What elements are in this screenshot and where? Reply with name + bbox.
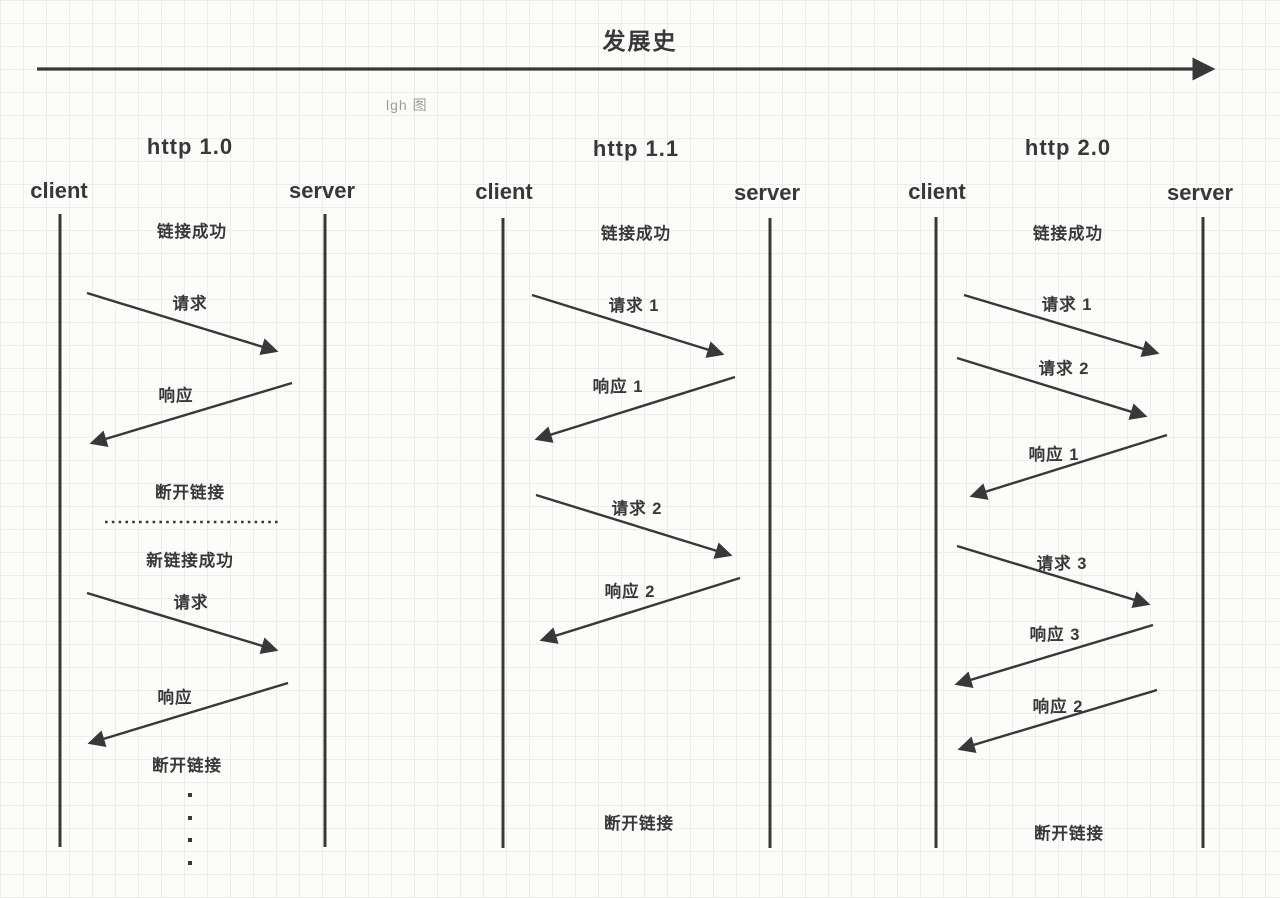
label-http20-response-3: 响应 3 bbox=[1029, 626, 1081, 644]
arrow-http10-response-b bbox=[87, 681, 289, 748]
label-http11-response-2: 响应 2 bbox=[604, 583, 656, 601]
label-http11-response-1: 响应 1 bbox=[592, 378, 644, 396]
label-http11-disconnect: 断开链接 bbox=[604, 815, 674, 833]
arrow-http11-response-1 bbox=[534, 375, 736, 443]
ellipsis-dot bbox=[188, 793, 192, 797]
actor-http11-client: client bbox=[475, 179, 533, 204]
label-http20-connect: 链接成功 bbox=[1033, 225, 1103, 243]
label-http20-response-2: 响应 2 bbox=[1032, 698, 1084, 716]
arrow-http20-request-1 bbox=[963, 293, 1160, 358]
vertical-ellipsis bbox=[188, 793, 192, 865]
label-http10-disconnect-b: 断开链接 bbox=[152, 757, 222, 775]
actor-http10-server: server bbox=[288, 178, 356, 203]
label-http11-request-2: 请求 2 bbox=[611, 500, 663, 518]
label-http20-request-3: 请求 3 bbox=[1036, 555, 1088, 573]
label-http10-request-a: 请求 bbox=[172, 295, 208, 313]
arrow-http20-request-2 bbox=[956, 356, 1148, 420]
arrow-http20-response-3 bbox=[954, 623, 1154, 689]
label-http10-request-b: 请求 bbox=[173, 594, 209, 612]
actor-http11-server: server bbox=[733, 180, 801, 205]
actor-http20-client: client bbox=[908, 179, 966, 204]
label-http10-response-b: 响应 bbox=[157, 689, 193, 707]
arrow-http11-response-2 bbox=[539, 576, 741, 644]
header-http20: http 2.0 bbox=[1024, 135, 1112, 160]
header-http10: http 1.0 bbox=[146, 134, 234, 159]
page-title: 发展史 bbox=[602, 28, 678, 54]
ellipsis-dot bbox=[188, 861, 192, 865]
label-http10-disconnect-a: 断开链接 bbox=[155, 484, 225, 502]
actor-http20-server: server bbox=[1166, 180, 1234, 205]
arrow-http10-response-a bbox=[89, 381, 293, 448]
ellipsis-dot bbox=[188, 838, 192, 842]
label-http11-request-1: 请求 1 bbox=[608, 297, 660, 315]
label-http20-request-2: 请求 2 bbox=[1038, 360, 1090, 378]
label-http11-connect: 链接成功 bbox=[601, 225, 671, 243]
actor-http10-client: client bbox=[30, 178, 88, 203]
arrow-http10-request-b bbox=[86, 591, 279, 655]
ellipsis-dot bbox=[188, 816, 192, 820]
arrow-http20-request-3 bbox=[956, 544, 1151, 608]
label-http10-response-a: 响应 bbox=[158, 387, 194, 405]
label-http20-request-1: 请求 1 bbox=[1041, 296, 1093, 314]
label-http10-reconnect: 新链接成功 bbox=[146, 552, 234, 570]
arrow-http11-request-2 bbox=[535, 493, 733, 559]
credit-watermark: lgh 图 bbox=[386, 97, 428, 113]
label-http20-response-1: 响应 1 bbox=[1028, 446, 1080, 464]
header-http11: http 1.1 bbox=[592, 136, 680, 161]
arrow-http10-request-a bbox=[86, 291, 279, 355]
arrow-http20-response-2 bbox=[957, 688, 1158, 754]
label-http10-connect: 链接成功 bbox=[157, 223, 227, 241]
arrow-http11-request-1 bbox=[531, 293, 725, 358]
arrow-http20-response-1 bbox=[969, 433, 1168, 500]
label-http20-disconnect: 断开链接 bbox=[1034, 825, 1104, 843]
